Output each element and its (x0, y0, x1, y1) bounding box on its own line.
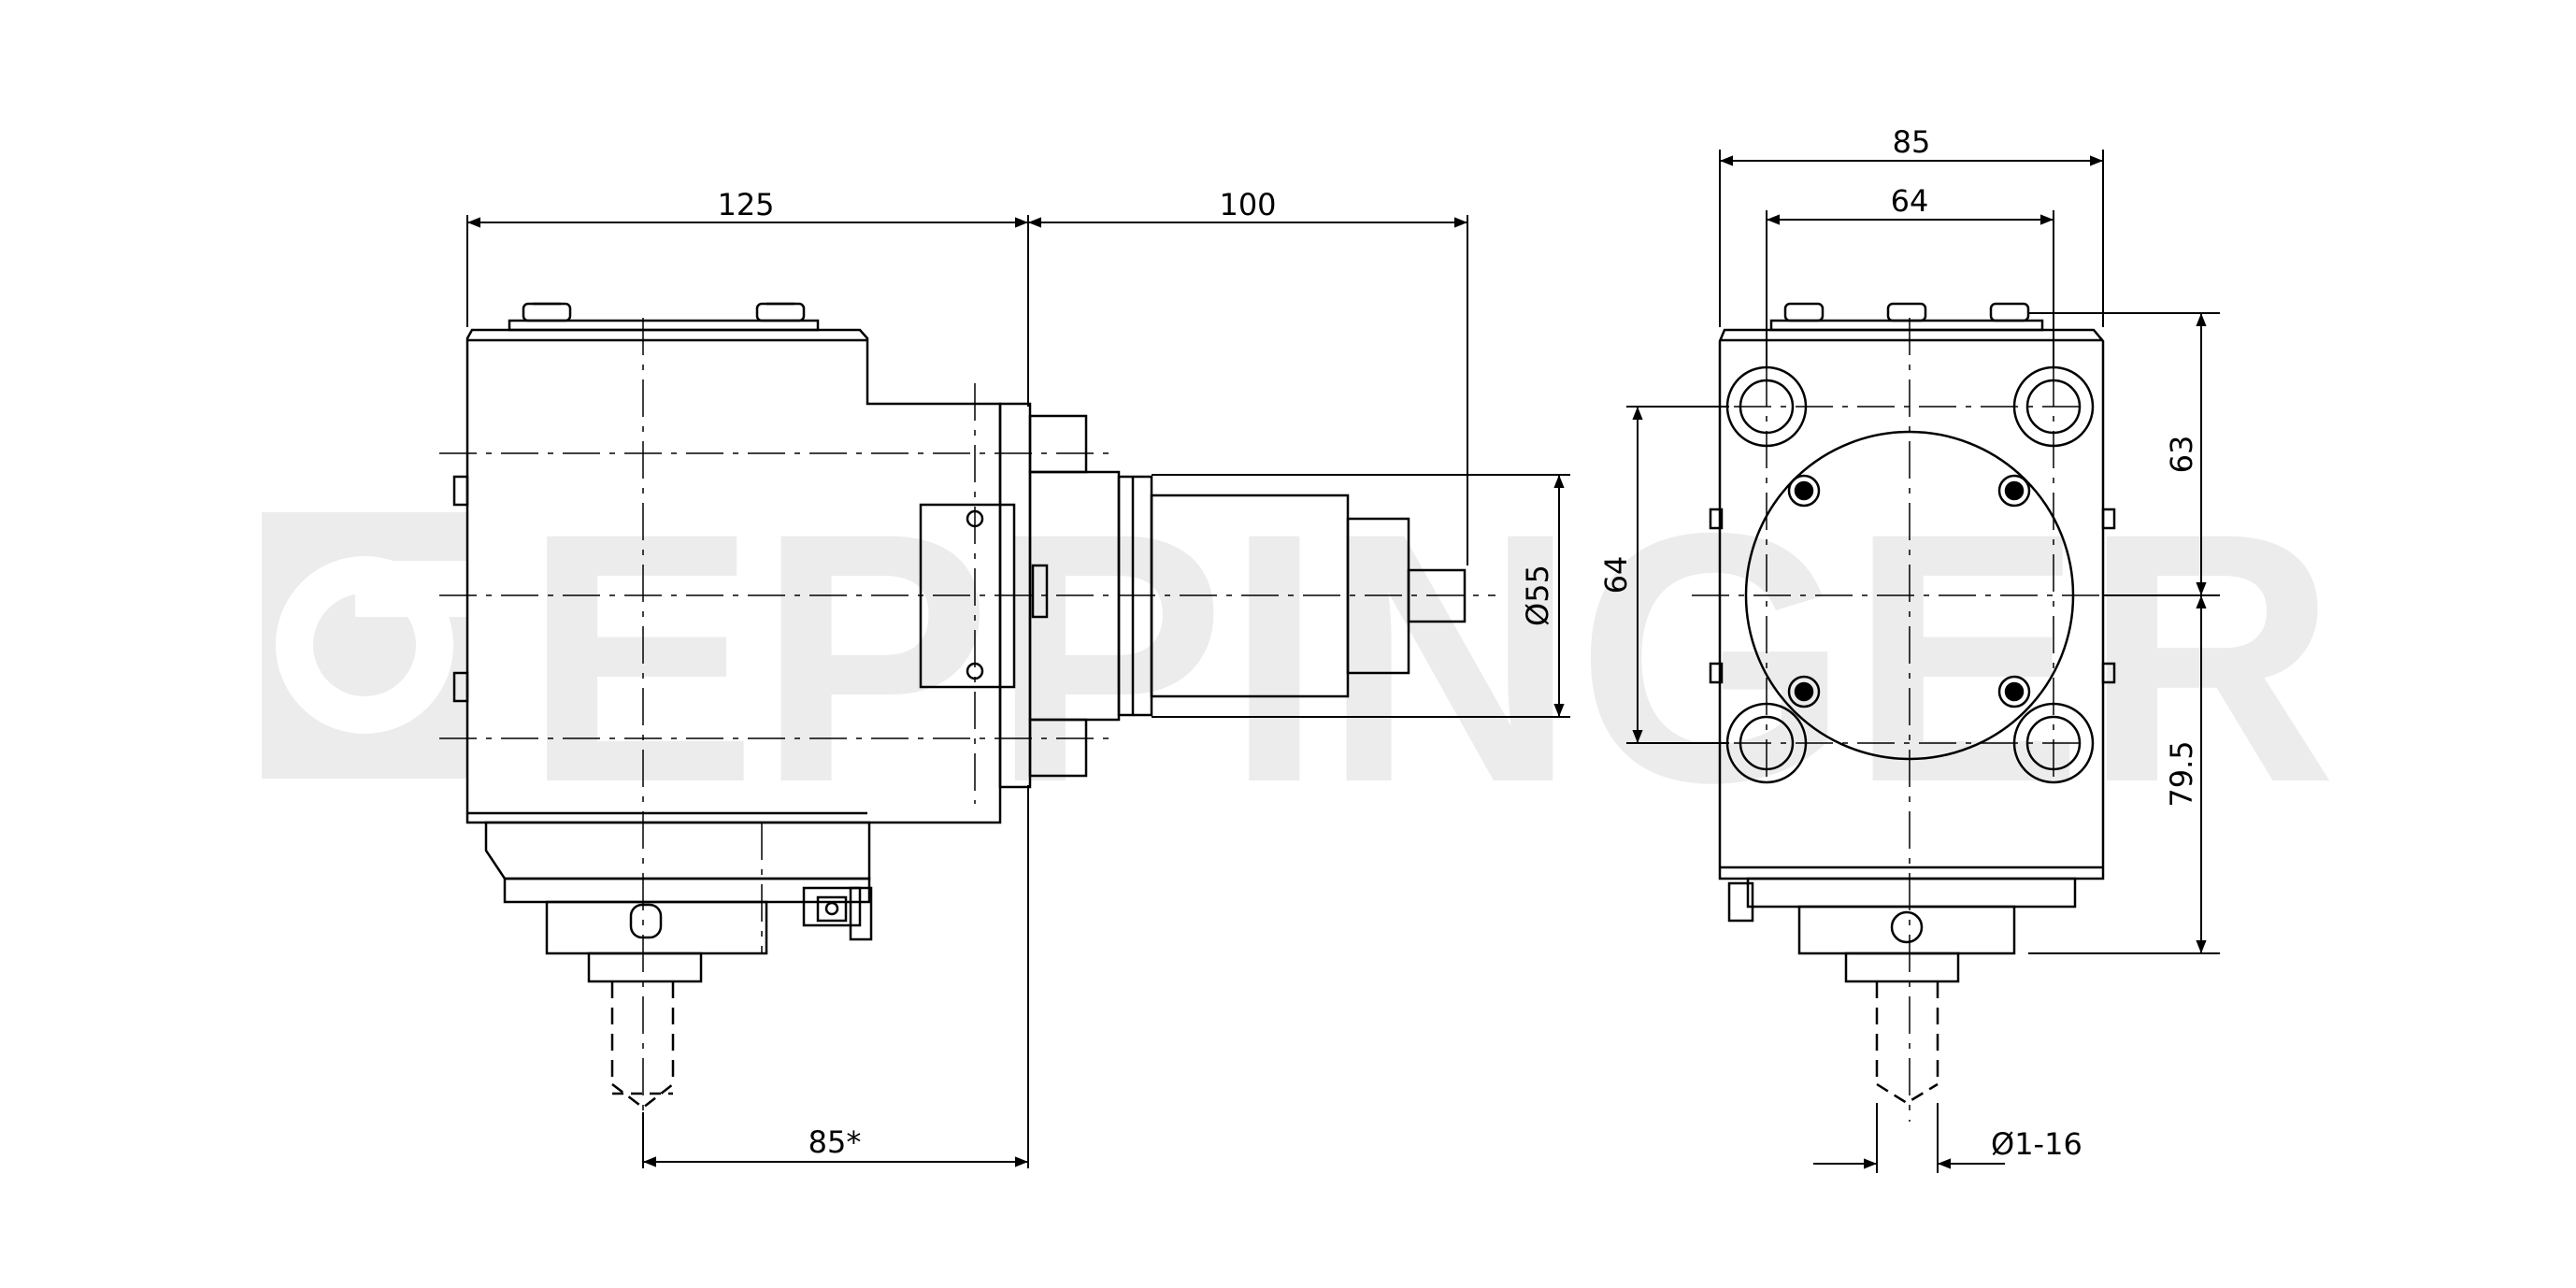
eppinger-watermark: EPPINGER (262, 459, 2337, 856)
dim-dia1-16: Ø1-16 (1991, 1126, 2082, 1162)
top-bolts (508, 302, 820, 332)
dim-85-star: 85* (809, 1124, 862, 1160)
dim-dia55: Ø55 (1520, 565, 1555, 626)
eppinger-logo-icon (262, 512, 467, 779)
dim-85: 85 (1893, 124, 1931, 160)
front-centerlines (1692, 318, 2206, 1122)
dim-125: 125 (717, 187, 774, 222)
front-dimensions (1626, 150, 2220, 1173)
watermark-text: EPPINGER (523, 459, 2337, 856)
dim-100: 100 (1219, 187, 1276, 222)
side-dimensions (466, 215, 1570, 1168)
small-screw-icons (1787, 474, 2031, 708)
tool-stub (610, 981, 675, 1084)
dim-64-vertical: 64 (1598, 556, 1634, 594)
dim-79-5: 79.5 (2164, 740, 2199, 807)
dim-63: 63 (2164, 436, 2199, 474)
side-view (452, 302, 1467, 1109)
dim-64-horizontal: 64 (1891, 183, 1929, 219)
side-centerlines (439, 318, 1496, 1122)
bottom-flange (484, 821, 873, 983)
